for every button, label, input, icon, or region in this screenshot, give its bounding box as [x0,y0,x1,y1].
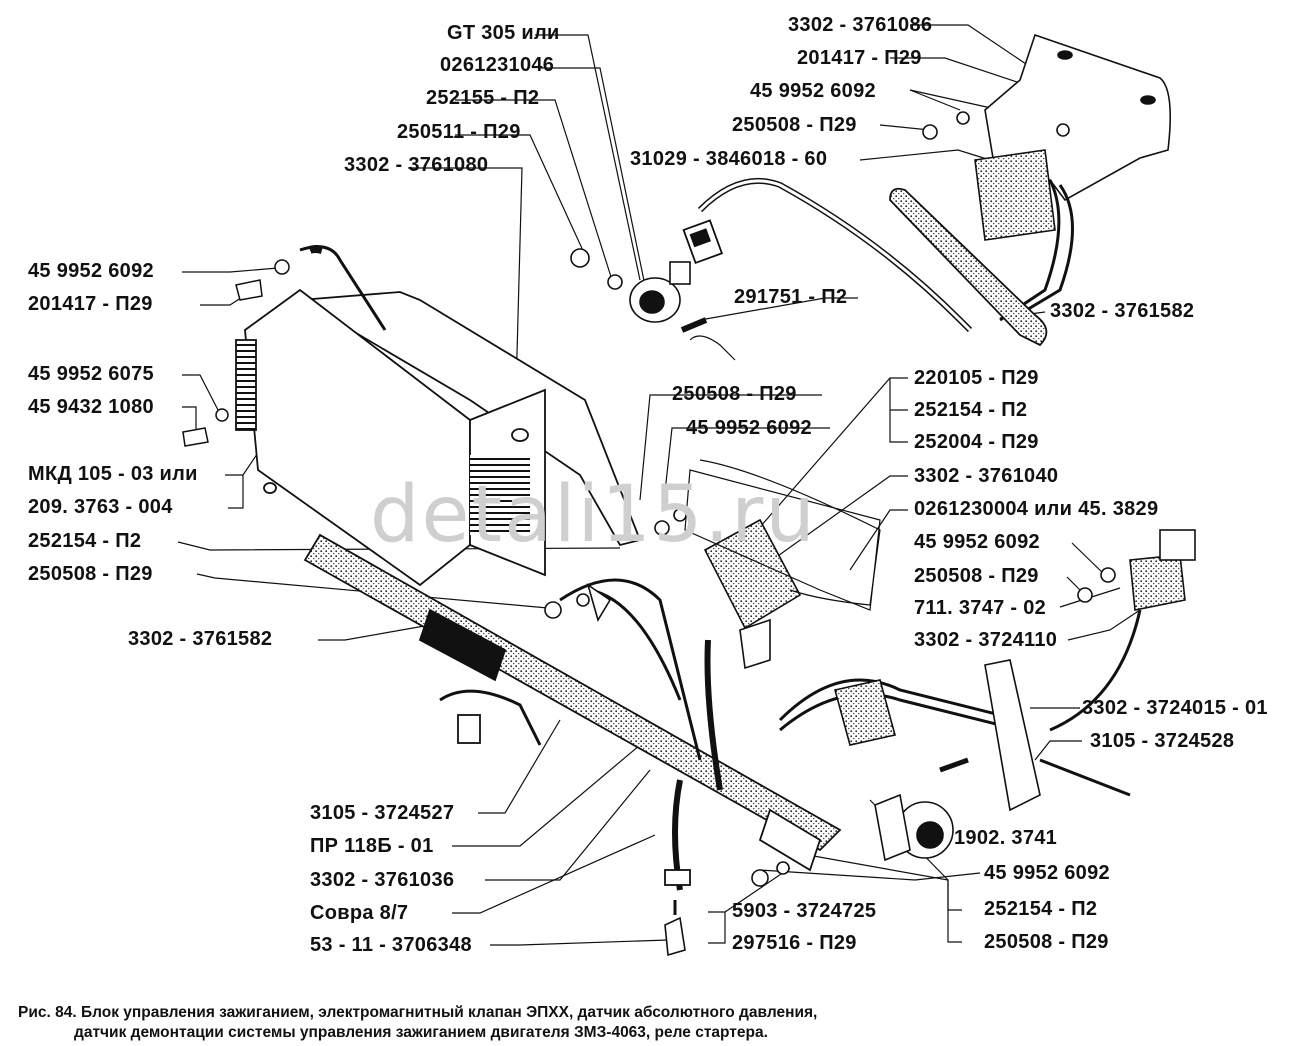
pressure-sensor-bracket [922,33,1172,322]
label-250508-top: 250508 - П29 [732,114,857,136]
label-4599526092-mid: 45 9952 6092 [686,417,812,439]
label-252155: 252155 - П2 [426,87,540,109]
label-252154-r: 252154 - П2 [914,399,1028,421]
bracket-outline [689,335,881,606]
label-250508-b: 250508 - П29 [984,931,1109,953]
sensor-1902 [664,757,969,957]
label-201417-top: 201417 - П29 [797,47,922,69]
label-31029: 31029 - 3846018 - 60 [630,148,828,170]
label-4599526092-b: 45 9952 6092 [984,862,1110,884]
label-mkd105: МКД 105 - 03 или [28,463,198,485]
label-3302-3724110: 3302 - 3724110 [914,629,1058,651]
label-3302-3761582-right: 3302 - 3761582 [1050,300,1195,322]
label-4599526092-left: 45 9952 6092 [28,260,154,282]
vacuum-hose [682,177,1048,347]
label-209-3763: 209. 3763 - 004 [28,496,173,518]
label-4599526075: 45 9952 6075 [28,363,154,385]
label-3302-3761040: 3302 - 3761040 [914,465,1059,487]
knock-sensor [570,248,708,333]
wiring-harness [303,533,1021,891]
label-gt305: GT 305 или [447,22,560,44]
label-201417-left: 201417 - П29 [28,293,153,315]
label-sovra: Совра 8/7 [310,902,409,924]
label-3302-3761080: 3302 - 3761080 [344,154,489,176]
label-0261230004: 0261230004 или 45. 3829 [914,498,1159,520]
label-3105-3724527: 3105 - 3724527 [310,802,455,824]
label-220105: 220105 - П29 [914,367,1039,389]
label-3302-3761086: 3302 - 3761086 [788,14,933,36]
label-252154-b: 252154 - П2 [984,898,1098,920]
label-3302-3761036: 3302 - 3761036 [310,869,455,891]
ignition-control-unit [235,245,642,587]
label-0261231046: 0261231046 [440,54,555,76]
label-3105-3724528: 3105 - 3724528 [1090,730,1235,752]
starter-relay [834,529,1196,812]
label-711: 711. 3747 - 02 [914,597,1047,619]
label-252004: 252004 - П29 [914,431,1039,453]
label-53-11: 53 - 11 - 3706348 [310,934,472,956]
label-291751: 291751 - П2 [734,286,848,308]
label-250508-r: 250508 - П29 [914,565,1039,587]
figure-caption: Рис. 84. Блок управления зажиганием, эле… [18,1003,817,1043]
label-3302-3761582-left: 3302 - 3761582 [128,628,273,650]
label-297516: 297516 - П29 [732,932,857,954]
label-pr118: ПР 118Б - 01 [310,835,434,857]
caption-line-1: Рис. 84. Блок управления зажиганием, эле… [18,1004,818,1021]
watermark: detali15.ru [370,470,817,560]
label-250508-mid: 250508 - П29 [672,383,797,405]
label-4599526092-top: 45 9952 6092 [750,80,876,102]
label-250511: 250511 - П29 [397,121,521,143]
label-3302-3724015: 3302 - 3724015 - 01 [1082,697,1268,719]
label-5903: 5903 - 3724725 [732,900,877,922]
caption-line-2: датчик демонтации системы управления заж… [74,1024,768,1041]
fasteners-left [182,259,290,447]
label-4599526092-r: 45 9952 6092 [914,531,1040,553]
label-252154-l: 252154 - П2 [28,530,142,552]
label-250508-l: 250508 - П29 [28,563,153,585]
epxx-valve [544,469,881,670]
label-1902: 1902. 3741 [954,827,1058,849]
label-4594321080: 45 9432 1080 [28,396,154,418]
